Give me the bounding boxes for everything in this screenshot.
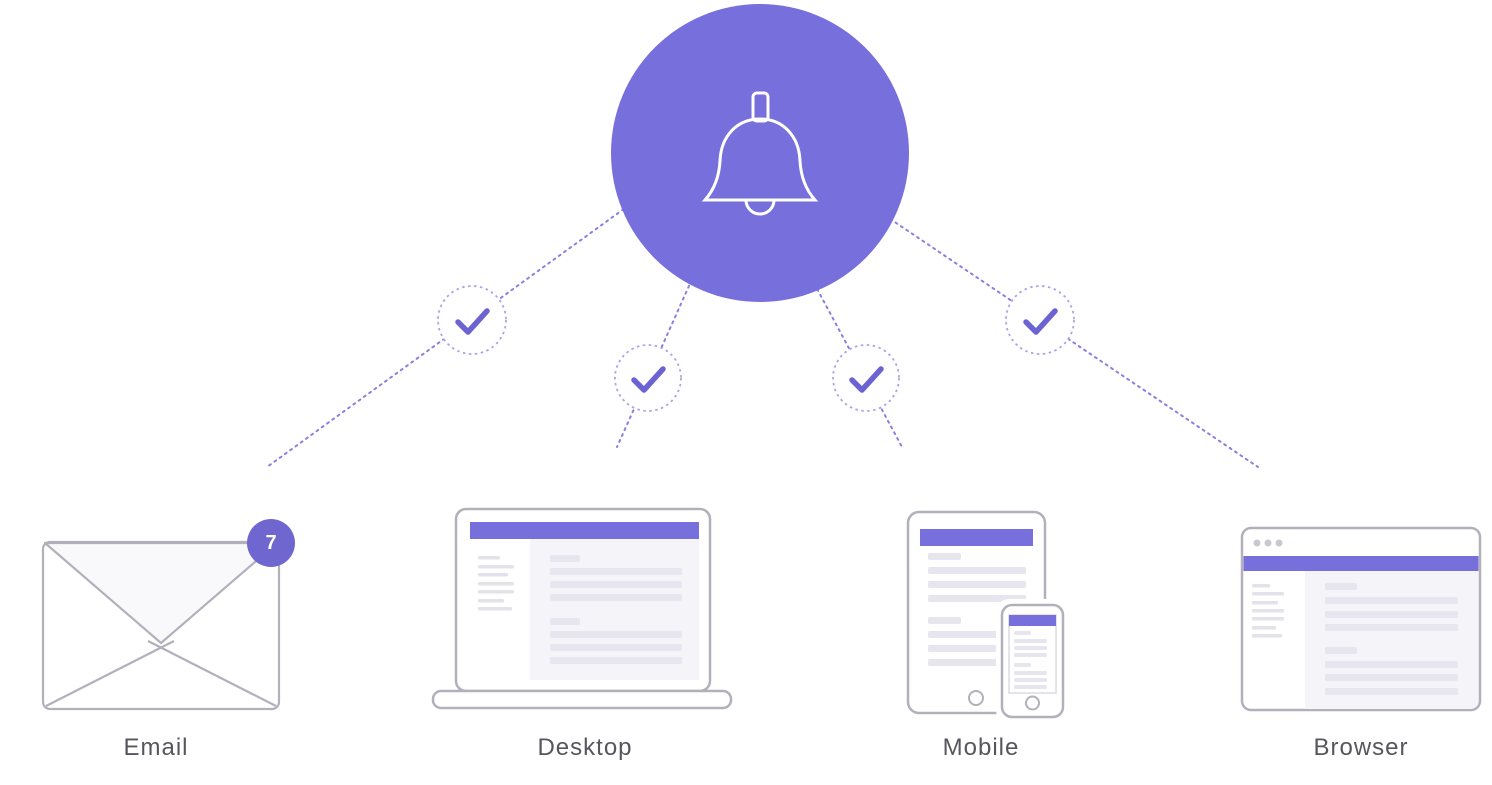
dashed-circle (1005, 285, 1075, 355)
email-envelope-illustration (41, 540, 281, 711)
envelope-fold-right (147, 640, 277, 707)
browser-window-dots (1253, 539, 1283, 547)
check-icon (849, 366, 884, 393)
hub-circle (611, 4, 909, 302)
notification-hub (611, 4, 909, 302)
delivery-check-browser (1005, 285, 1075, 355)
dashed-circle (832, 344, 900, 412)
phone-content-lines (1014, 631, 1047, 689)
laptop-base (431, 689, 733, 710)
laptop-titlebar (470, 522, 699, 539)
email-unread-badge: 7 (247, 519, 295, 567)
laptop-sidebar-lines (478, 556, 514, 611)
browser-titlebar (1243, 556, 1479, 571)
tablet-titlebar (920, 529, 1033, 546)
channel-label-mobile: Mobile (942, 734, 1020, 761)
desktop-laptop-illustration (431, 507, 733, 710)
delivery-check-desktop (614, 344, 682, 412)
mobile-devices-illustration (906, 510, 1069, 723)
channel-label-email: Email (123, 734, 189, 761)
connection-line-browser (873, 207, 1259, 468)
bell-icon (701, 91, 819, 216)
envelope-flap (43, 541, 279, 645)
browser-sidebar-lines (1252, 584, 1284, 638)
channel-label-browser: Browser (1313, 734, 1409, 761)
email-unread-count: 7 (265, 531, 277, 554)
dashed-circle (437, 285, 507, 355)
check-icon (455, 308, 490, 335)
browser-window-illustration (1240, 526, 1482, 712)
channel-label-desktop: Desktop (537, 734, 633, 761)
tablet-home-button (968, 690, 984, 706)
check-icon (631, 366, 666, 393)
delivery-check-email (437, 285, 507, 355)
envelope-fold-left (45, 640, 175, 707)
phone-titlebar (1009, 615, 1056, 626)
check-icon (1023, 308, 1058, 335)
phone-home-button (1025, 695, 1040, 711)
delivery-check-mobile (832, 344, 900, 412)
laptop-content-lines (550, 555, 682, 664)
dashed-circle (614, 344, 682, 412)
browser-content-lines (1325, 583, 1458, 695)
